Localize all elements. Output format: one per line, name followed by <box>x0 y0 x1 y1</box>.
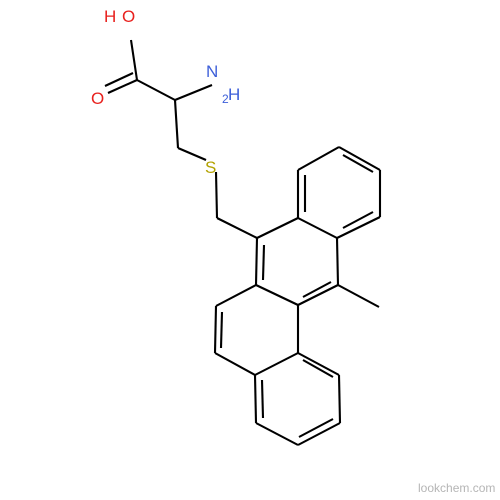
atom-label-amino-n: N <box>206 62 218 81</box>
carboxyl-group <box>104 39 176 101</box>
ring-bond <box>336 216 381 239</box>
ring-bond <box>297 284 339 306</box>
bond-methyl <box>337 284 380 308</box>
atom-label-carbonyl-o: O <box>91 89 104 108</box>
bond-cbeta-s <box>177 147 207 161</box>
ring-bond <box>297 146 340 171</box>
ring-bond <box>214 352 256 376</box>
ring-bond <box>297 352 340 376</box>
ring-bond <box>254 352 299 376</box>
ring-double-bond <box>261 244 266 281</box>
bond-c-oh <box>129 39 139 81</box>
ring-bond <box>213 305 218 354</box>
ring-bond <box>215 284 257 307</box>
bond-c-o-double-b <box>104 72 134 87</box>
bond-ch2-aromatic <box>216 217 258 239</box>
ring-bond <box>337 374 342 424</box>
ring-double-bond <box>260 379 265 419</box>
ring-double-bond <box>342 154 374 173</box>
bond-c-o-double-a <box>107 79 138 94</box>
bond-calpha-cbeta <box>173 99 180 149</box>
ring-bond <box>297 217 338 239</box>
ring-bond <box>297 422 341 446</box>
ring-bond <box>253 374 258 424</box>
atom-label-hydroxyl-h: H <box>104 7 116 26</box>
ring-bond <box>335 237 340 286</box>
ring-double-bond <box>302 359 334 378</box>
ring-bond <box>255 422 299 446</box>
ring-bond <box>338 146 381 171</box>
atom-label-hydroxyl-o: O <box>122 7 135 26</box>
atom-label-sulfur: S <box>205 158 216 177</box>
bond-s-ch2 <box>214 171 219 219</box>
bond-c-calpha <box>136 79 176 101</box>
atom-label-amino-h-subscript: 2 <box>222 92 229 106</box>
bond-calpha-n <box>174 84 213 101</box>
amino-acid-backbone <box>173 84 258 239</box>
ring-bond <box>256 217 299 239</box>
ring-double-bond <box>219 311 224 349</box>
benz-anthracene-ring-system <box>213 146 382 446</box>
ring-double-bond <box>302 281 332 298</box>
ring-double-bond <box>298 418 334 438</box>
ring-bond <box>255 284 299 306</box>
watermark-text: lookchem.com <box>418 481 495 495</box>
ring-bond <box>254 237 259 286</box>
ring-double-bond <box>342 211 374 229</box>
atom-label-amino-h: H <box>228 85 240 104</box>
